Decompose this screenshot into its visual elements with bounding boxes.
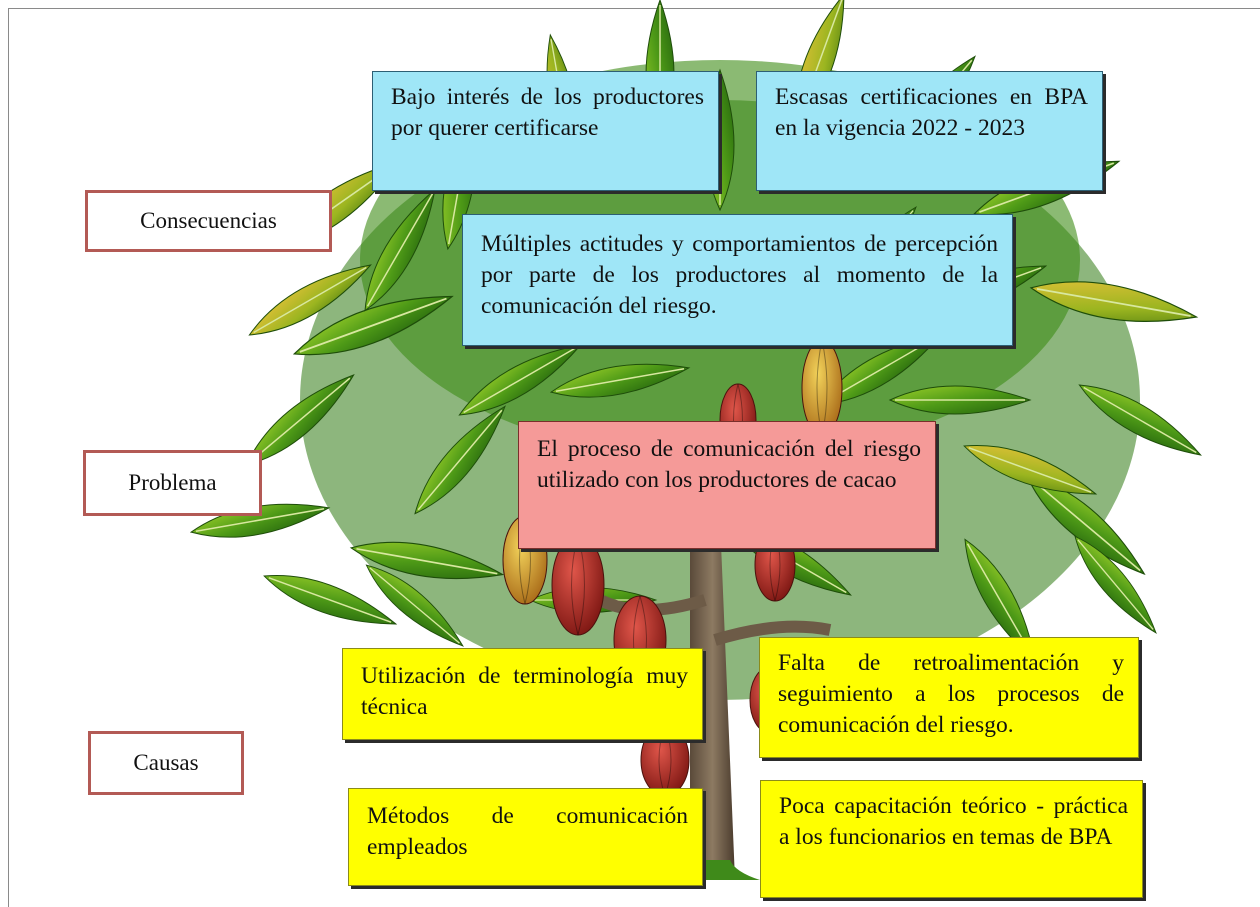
leaf-vein [356,547,498,575]
leaf-vein [299,297,447,353]
causes-label: Causas [88,731,244,795]
leaf-vein [555,367,685,393]
leaf-vein [268,577,392,623]
figure-frame [8,8,1260,907]
leaf-vein [1036,288,1191,317]
leaf-vein [417,409,503,511]
leaf-vein [369,567,460,644]
leaf-vein [968,447,1092,493]
consequence-box-low-interest: Bajo interés de los productores por quer… [372,71,719,191]
problem-label: Problema [83,450,262,516]
leaf-vein [366,193,434,307]
leaf-vein [1077,539,1154,630]
cause-box-little-training: Poca capacitación teórico - práctica a l… [760,780,1143,898]
consequence-box-few-certifications: Escasas certificaciones en BPA en la vig… [756,71,1103,191]
leaf-vein [1083,386,1197,454]
cacao-pod [551,534,605,636]
leaf-vein [253,266,367,334]
cause-box-lack-of-feedback: Falta de retroalimentación y seguimiento… [759,637,1139,758]
leaf-vein [1030,477,1141,572]
cause-box-technical-terminology: Utilización de terminología muy técnica [342,648,703,740]
consequences-label: Consecuencias [85,190,332,252]
leaf-vein [823,336,937,404]
leaf-vein [195,507,325,533]
leaf-vein [463,346,577,414]
problem-box: El proceso de comunicación del riesgo ut… [518,421,936,549]
consequence-box-attitudes: Múltiples actitudes y comportamientos de… [462,214,1013,346]
leaf-vein [249,377,351,463]
cause-box-communication-methods: Métodos de comunicación empleados [348,788,703,886]
